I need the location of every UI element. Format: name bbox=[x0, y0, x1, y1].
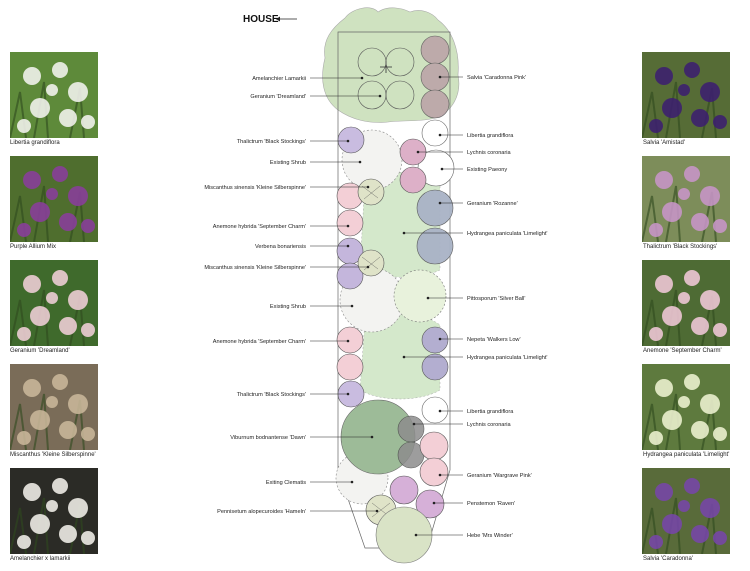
leader-dot bbox=[346, 224, 350, 228]
plant-label-right: Nepeta 'Walkers Low' bbox=[467, 337, 521, 343]
leader-dot bbox=[378, 94, 382, 98]
geranium-dreamland-group bbox=[357, 47, 415, 110]
plant-photo-right-5 bbox=[642, 468, 730, 554]
leader-dot bbox=[346, 139, 350, 143]
leader-dot bbox=[432, 501, 436, 505]
leader-dot bbox=[438, 337, 442, 341]
leader-dot bbox=[350, 304, 354, 308]
plant-label-right: Hydrangea paniculata 'Limelight' bbox=[467, 355, 548, 361]
leader-dot bbox=[366, 185, 370, 189]
plant-label-left: Pennisetum alopecuroides 'Hameln' bbox=[217, 509, 306, 515]
leader-dot bbox=[366, 265, 370, 269]
plant-label-left: Anemone hybrida 'September Charm' bbox=[213, 224, 306, 230]
white-plants-group bbox=[417, 119, 455, 424]
leader-dot bbox=[440, 167, 444, 171]
plant-label-right: Penstemon 'Raven' bbox=[467, 501, 515, 507]
anemone-group bbox=[336, 182, 364, 381]
leader-dot bbox=[416, 150, 420, 154]
photo-caption-right: Salvia 'Amistad' bbox=[643, 140, 685, 146]
lychnis-lower-group bbox=[397, 415, 425, 469]
plant-label-right: Lychnis coronaria bbox=[467, 422, 512, 428]
plant-label-left: Exiting Clematis bbox=[266, 480, 306, 486]
leader-dot bbox=[438, 409, 442, 413]
leader-dot bbox=[438, 473, 442, 477]
leader-dot bbox=[375, 509, 379, 513]
plant-photo-right-1 bbox=[642, 52, 730, 138]
plant-photo-left-4 bbox=[10, 364, 98, 450]
plant-label-left: Miscanthus sinensis 'Kleine Silberspinne… bbox=[204, 185, 306, 191]
plant-label-right: Hebe 'Mrs Winder' bbox=[467, 533, 513, 539]
photo-caption-left: Amelanchier x lamarkii bbox=[10, 556, 71, 562]
leader-dot bbox=[370, 435, 374, 439]
photo-caption-left: Miscanthus 'Kleine Silberspinne' bbox=[10, 452, 96, 458]
plant-label-left: Existing Shrub bbox=[270, 304, 306, 310]
photo-caption-right: Thalictrum 'Black Stockings' bbox=[643, 244, 718, 250]
photo-caption-left: Geranium 'Dreamland' bbox=[10, 348, 70, 354]
plant-label-right: Libertia grandiflora bbox=[467, 133, 514, 139]
plant-photo-left-5 bbox=[10, 468, 98, 554]
plant-photo-right-2 bbox=[642, 156, 730, 242]
leader-dot bbox=[350, 480, 354, 484]
salvia-caradonna-pink-group bbox=[420, 35, 450, 119]
plant-label-right: Geranium 'Wargrave Pink' bbox=[467, 473, 532, 479]
plant-label-right: Existing Paeony bbox=[467, 167, 507, 173]
plant-label-left: Viburnum bodnantense 'Dawn' bbox=[230, 435, 306, 441]
leader-dot bbox=[346, 244, 350, 248]
geranium-wargrave-group bbox=[419, 431, 449, 487]
photo-caption-left: Purple Allium Mix bbox=[10, 244, 57, 250]
house-label: HOUSE bbox=[243, 14, 279, 25]
pittosporum-circle bbox=[393, 269, 447, 323]
leader-dot bbox=[426, 296, 430, 300]
plant-label-right: Salvia 'Caradonna Pink' bbox=[467, 75, 526, 81]
amelanchier-canopy bbox=[322, 7, 460, 123]
plant-photo-right-4 bbox=[642, 364, 730, 450]
plant-photo-left-2 bbox=[10, 156, 98, 242]
penstemon-group bbox=[389, 475, 445, 519]
lychnis-group bbox=[399, 138, 427, 194]
plant-label-left: Existing Shrub bbox=[270, 160, 306, 166]
plant-label-left: Miscanthus sinensis 'Kleine Silberspinne… bbox=[204, 265, 306, 271]
plant-label-left: Thalictrum 'Black Stockings' bbox=[237, 139, 306, 145]
plant-photo-right-3 bbox=[642, 260, 730, 346]
leader-dot bbox=[346, 339, 350, 343]
plant-label-right: Hydrangea paniculata 'Limelight' bbox=[467, 231, 548, 237]
verbena-group bbox=[336, 237, 364, 290]
leader-dot bbox=[438, 201, 442, 205]
house-arrow-icon bbox=[276, 16, 297, 22]
plant-label-left: Geranium 'Dreamland' bbox=[250, 94, 306, 100]
photo-caption-right: Salvia 'Caradonna' bbox=[643, 556, 693, 562]
plant-photo-left-3 bbox=[10, 260, 98, 346]
plant-label-left: Thalictrum 'Black Stockings' bbox=[237, 392, 306, 398]
plant-photo-left-1 bbox=[10, 52, 98, 138]
leader-dot bbox=[412, 422, 416, 426]
plant-label-right: Libertia grandiflora bbox=[467, 409, 514, 415]
leader-dot bbox=[360, 76, 364, 80]
leader-dot bbox=[346, 392, 350, 396]
photo-caption-right: Anemone 'September Charm' bbox=[643, 348, 722, 354]
labels-right: Salvia 'Caradonna Pink' Libertia grandifl… bbox=[467, 75, 548, 539]
thalictrum-group bbox=[337, 126, 365, 408]
leader-dot bbox=[402, 355, 406, 359]
leader-dot bbox=[358, 160, 362, 164]
photo-caption-right: Hydrangea paniculata 'Limelight' bbox=[643, 452, 730, 458]
leader-lines bbox=[310, 75, 463, 537]
leader-dot bbox=[438, 75, 442, 79]
photo-caption-left: Libertia grandiflora bbox=[10, 140, 60, 146]
geranium-rozanne-group bbox=[416, 189, 454, 265]
plant-label-left: Anemone hybrida 'September Charm' bbox=[213, 339, 306, 345]
grass-hatch-icon bbox=[361, 185, 381, 271]
plant-label-left: Amelanchier Lamarkii bbox=[252, 76, 306, 82]
plant-label-right: Geranium 'Rozanne' bbox=[467, 201, 518, 207]
plant-label-right: Pittosporum 'Silver Ball' bbox=[467, 296, 525, 302]
leader-dot bbox=[414, 533, 418, 537]
leader-dot bbox=[402, 231, 406, 235]
leader-dot bbox=[438, 133, 442, 137]
plant-label-left: Verbena bonariensis bbox=[255, 244, 306, 250]
plant-label-right: Lychnis coronaria bbox=[467, 150, 512, 156]
nepeta-group bbox=[421, 326, 449, 381]
